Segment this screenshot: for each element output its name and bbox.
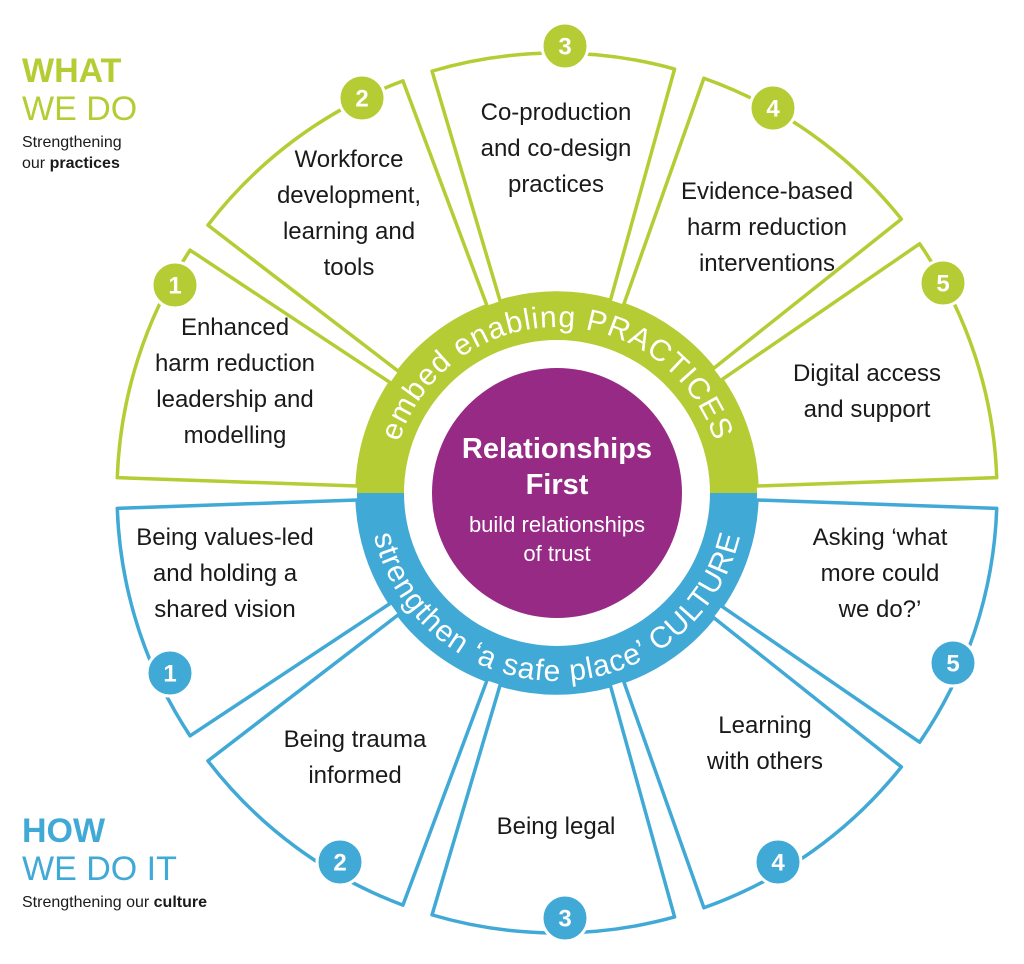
practices-number-badge [540,21,590,71]
what-we-do-subtitle-bold: practices [49,155,120,172]
culture-segment-label-line: Being values-led [136,524,313,551]
practices-segment-label-line: practices [508,171,604,198]
culture-segment-1: Being values-led and holding a shared visi… [115,498,392,738]
what-we-do-line1: WHAT [22,52,122,90]
center-sub-line2: of trust [523,541,590,566]
practices-segment-3: Co-production and co-design practices 3 [430,21,677,303]
how-we-do-it-subtitle-bold: culture [153,894,207,911]
practices-number-label: 1 [168,273,181,300]
center-sub-line1: build relationships [469,512,645,537]
practices-segment-label-line: and co-design [481,135,632,162]
culture-segment-label-line: shared vision [154,596,295,623]
practices-segment-label-line: leadership and [156,386,313,413]
ring-layer: embed enabling PRACTICES strengthen ‘a s… [357,293,757,693]
practices-segment-1: Enhanced harm reduction leadership and mode… [115,248,392,488]
culture-number-label: 3 [558,906,571,933]
practices-number-badge [337,73,387,123]
practices-segment-label-line: learning and [283,218,415,245]
culture-number-badge [928,638,978,688]
practices-number-label: 5 [936,271,949,298]
culture-segment-label-line: Being legal [497,813,616,840]
practices-segment-label-line: modelling [184,422,287,449]
culture-segment-label-line: more could [821,560,940,587]
how-we-do-it-subtitle: Strengthening our culture [22,892,207,913]
culture-number-badge [540,893,590,943]
culture-segment-3: Being legal 3 [430,683,677,943]
practices-number-badge [150,260,200,310]
practices-segment-label-line: Evidence-based [681,178,853,205]
practices-segment-label-line: harm reduction [687,214,847,241]
what-we-do-subtitle-prefix: our [22,155,50,172]
practices-segment-label-line: Co-production [481,99,632,126]
practices-segment-label-line: tools [324,254,375,281]
practices-number-label: 3 [558,34,571,61]
how-we-do-it-subtitle-prefix: Strengthening our [22,894,154,911]
culture-number-badge [753,837,803,887]
practices-number-label: 4 [766,96,780,123]
practices-segment-shape [430,51,677,303]
culture-number-label: 4 [771,850,785,877]
how-we-do-it-line1: HOW [22,812,106,850]
culture-segment-label-line: with others [706,748,823,775]
center-title-line2: First [526,469,589,501]
how-we-do-it-line2: WE DO IT [22,850,177,888]
culture-segment-label-line: informed [308,762,401,789]
practices-segment-label-line: development, [277,182,421,209]
what-we-do-subtitle-line2: our practices [22,153,137,174]
culture-number-badge [145,648,195,698]
practices-segment-2: Workforce development, learning and tools 2 [206,73,489,373]
culture-number-label: 5 [946,651,959,678]
culture-segment-shape [430,683,677,935]
culture-segment-4: Learning with others 4 [622,615,904,910]
center-circle [432,368,682,618]
culture-segment-label-line: and holding a [153,560,298,587]
center-title-line1: Relationships [462,433,652,465]
culture-segment-2: Being trauma informed 2 [206,613,489,907]
what-we-do-label: WHAT WE DO Strengthening our practices [22,52,137,174]
practices-segment-label-line: Workforce [295,146,404,173]
what-we-do-subtitle-line1: Strengthening [22,134,122,151]
practices-segment-label-line: harm reduction [155,350,315,377]
practices-segment-shape [206,79,489,373]
practices-number-label: 2 [355,86,368,113]
practices-number-badge [918,258,968,308]
culture-segment-label-line: Asking ‘what [813,524,948,551]
practices-segment-label-line: Digital access [793,360,941,387]
culture-segment-shape [622,615,904,910]
practices-ring-band [357,293,757,493]
culture-segment-label-line: we do?’ [838,596,922,623]
culture-number-label: 1 [163,661,176,688]
culture-number-label: 2 [333,850,346,877]
practices-segment-shape [115,248,392,488]
what-we-do-line2: WE DO [22,90,138,128]
how-we-do-it-label: HOW WE DO IT Strengthening our culture [22,812,207,913]
practices-segment-label-line: interventions [699,250,835,277]
practices-segment-4: Evidence-based harm reduction intervention… [622,76,904,371]
culture-segment-label-line: Learning [718,712,811,739]
culture-ring-band [357,493,757,693]
practices-segment-label-line: and support [804,396,931,423]
culture-segment-label-line: Being trauma [284,726,427,753]
culture-number-badge [315,837,365,887]
practices-number-badge [748,83,798,133]
practices-segment-label-line: Enhanced [181,314,289,341]
